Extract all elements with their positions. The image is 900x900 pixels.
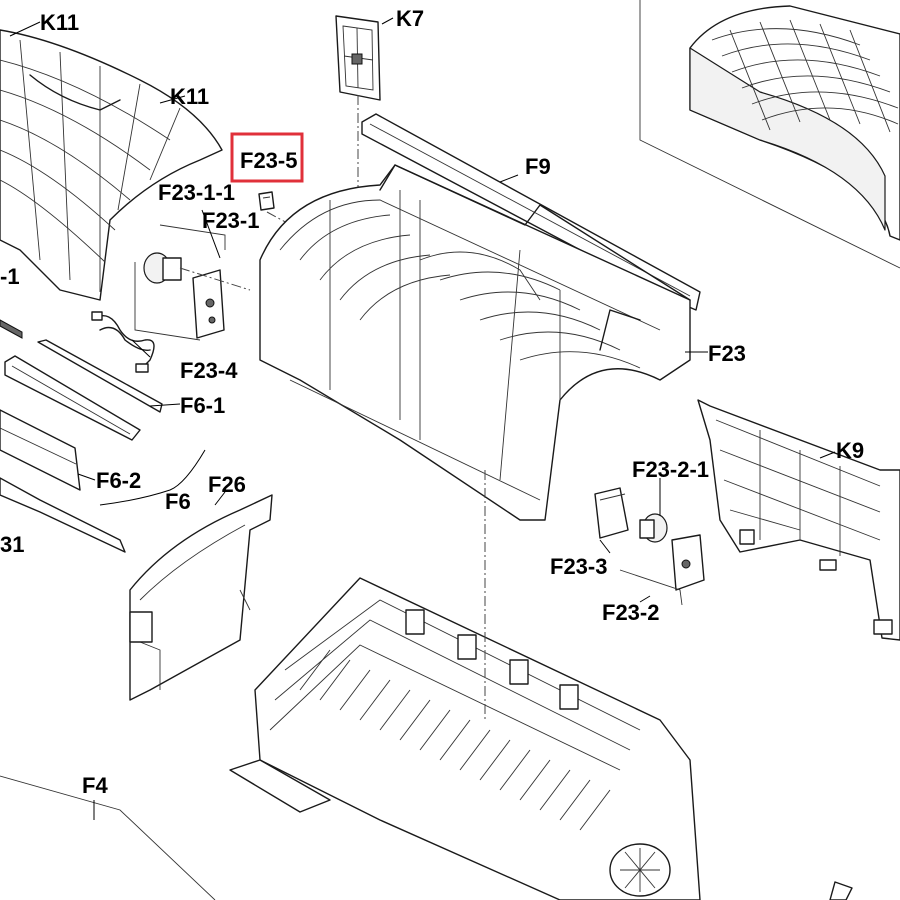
label-f23-1-1: F23-1-1 bbox=[158, 180, 235, 205]
label-k9: K9 bbox=[836, 438, 864, 463]
label-f6-2: F6-2 bbox=[96, 468, 141, 493]
label-f6-1: F6-1 bbox=[180, 393, 225, 418]
label-k7: K7 bbox=[396, 6, 424, 31]
label-f26: F26 bbox=[208, 472, 246, 497]
label-left-cut-1: -1 bbox=[0, 264, 20, 289]
label-f9: F9 bbox=[525, 154, 551, 179]
f6-louver-parts bbox=[0, 319, 206, 553]
label-f23-2: F23-2 bbox=[602, 600, 659, 625]
label-k11-mid: K11 bbox=[170, 84, 209, 109]
f23-2-motor-assembly bbox=[594, 487, 705, 606]
k11-filter-panels bbox=[0, 29, 223, 301]
label-left-cut-31: 31 bbox=[0, 532, 24, 557]
highlight-box bbox=[230, 132, 304, 183]
label-f23-3: F23-3 bbox=[550, 554, 607, 579]
f23-5-part bbox=[258, 191, 301, 231]
f23-1-motor-assembly bbox=[134, 224, 251, 341]
f26-side-cover bbox=[129, 494, 273, 701]
part-labels: K11 K11 K7 F23-5 F9 F23-1-1 F23-1 -1 F23… bbox=[0, 6, 864, 798]
label-f23-2-1: F23-2-1 bbox=[632, 457, 709, 482]
label-f23-1: F23-1 bbox=[202, 208, 259, 233]
label-f23: F23 bbox=[708, 341, 746, 366]
f4-front-housing bbox=[0, 470, 853, 900]
label-f23-5: F23-5 bbox=[240, 148, 297, 173]
assembled-unit-inset bbox=[639, 0, 900, 269]
label-k11-top: K11 bbox=[40, 10, 79, 35]
f23-main-body bbox=[259, 164, 691, 521]
label-f6: F6 bbox=[165, 489, 191, 514]
label-f23-4: F23-4 bbox=[180, 358, 238, 383]
label-f4: F4 bbox=[82, 773, 108, 798]
f9-top-strip bbox=[361, 113, 701, 311]
leader-lines bbox=[9, 17, 836, 820]
f23-4-wire-harness bbox=[91, 311, 155, 373]
k9-back-plate bbox=[697, 399, 900, 641]
